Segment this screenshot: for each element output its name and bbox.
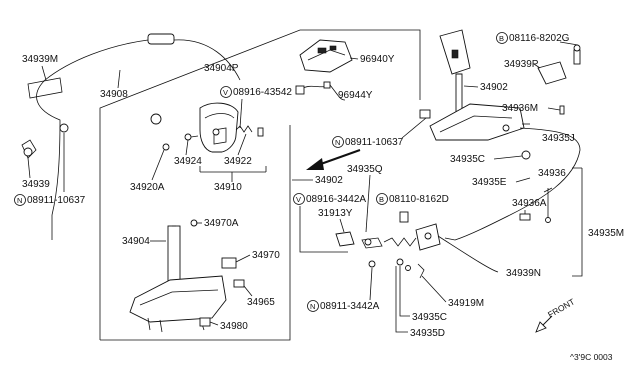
front-arrow: FRONT <box>535 296 576 333</box>
direction-arrow <box>306 149 361 170</box>
pin-34924 <box>184 133 199 141</box>
svg-text:V: V <box>296 195 301 204</box>
wire-96944Y <box>295 81 346 101</box>
svg-text:08911-10637: 08911-10637 <box>345 137 404 148</box>
label-34980: 34980 <box>220 321 248 332</box>
label-96940Y: 96940Y <box>360 54 395 65</box>
label-34935D: 34935D <box>410 328 445 339</box>
label-08911-3442A: N 08911-3442A <box>307 300 380 312</box>
spring-34922 <box>235 125 264 137</box>
label-08916-43542: V 08916-43542 <box>220 86 292 98</box>
label-08911-10637-left: N 08911-10637 <box>14 194 86 206</box>
label-34904: 34904 <box>122 236 150 247</box>
label-34936: 34936 <box>538 168 566 179</box>
front-label: FRONT <box>546 296 576 319</box>
label-34904P: 34904P <box>204 63 239 74</box>
svg-text:V: V <box>223 88 228 97</box>
label-08911-10637-right: N 08911-10637 <box>332 136 404 148</box>
label-34922: 34922 <box>224 156 252 167</box>
label-31913Y: 31913Y <box>318 208 353 219</box>
label-34910: 34910 <box>214 182 242 193</box>
label-34935C-a: 34935C <box>450 154 485 165</box>
label-34970A: 34970A <box>204 218 239 229</box>
knob-34910 <box>199 102 239 153</box>
label-34935C-b: 34935C <box>412 312 447 323</box>
label-34965: 34965 <box>247 297 275 308</box>
label-34935Q: 34935Q <box>347 164 383 175</box>
label-34936A: 34936A <box>512 198 547 209</box>
svg-text:08110-8162D: 08110-8162D <box>389 194 449 205</box>
label-08116-8202G: B 08116-8202G <box>496 32 570 44</box>
label-34939P: 34939P <box>504 59 539 70</box>
label-08916-3442A: V 08916-3442A <box>293 193 366 205</box>
diagram-code: ^3'9C 0003 <box>570 352 613 362</box>
label-34935J: 34935J <box>542 133 575 144</box>
svg-text:B: B <box>499 34 504 43</box>
svg-text:08911-3442A: 08911-3442A <box>320 301 380 312</box>
shifter-34902 <box>419 29 525 141</box>
svg-text:08911-10637: 08911-10637 <box>27 195 86 206</box>
svg-text:08116-8202G: 08116-8202G <box>509 33 570 44</box>
label-08110-8162D: B 08110-8162D <box>376 193 449 205</box>
svg-text:B: B <box>379 195 384 204</box>
cable-34935M <box>444 123 581 241</box>
svg-text:N: N <box>335 138 340 147</box>
label-34939M: 34939M <box>22 54 58 65</box>
label-96944Y: 96944Y <box>338 90 373 101</box>
console-96940Y <box>299 39 353 73</box>
label-34935M: 34935M <box>588 228 624 239</box>
shifter-34904 <box>129 219 245 333</box>
svg-text:08916-3442A: 08916-3442A <box>306 194 366 205</box>
svg-text:N: N <box>17 196 22 205</box>
label-34939N: 34939N <box>506 268 541 279</box>
cable-34908 <box>21 33 241 240</box>
svg-text:08916-43542: 08916-43542 <box>233 87 292 98</box>
label-34908: 34908 <box>100 89 128 100</box>
label-34924: 34924 <box>174 156 202 167</box>
label-34920A: 34920A <box>130 182 165 193</box>
label-34919M: 34919M <box>448 298 484 309</box>
label-34935E: 34935E <box>472 177 507 188</box>
label-34902-mid: 34902 <box>315 175 343 186</box>
svg-text:N: N <box>310 302 315 311</box>
label-34902-top: 34902 <box>480 82 508 93</box>
label-34939: 34939 <box>22 179 50 190</box>
label-34936M: 34936M <box>502 103 538 114</box>
bracket-34939P <box>537 44 581 85</box>
hook-34936 <box>543 187 553 223</box>
linkage-assembly <box>335 211 499 279</box>
label-34970: 34970 <box>252 250 280 261</box>
